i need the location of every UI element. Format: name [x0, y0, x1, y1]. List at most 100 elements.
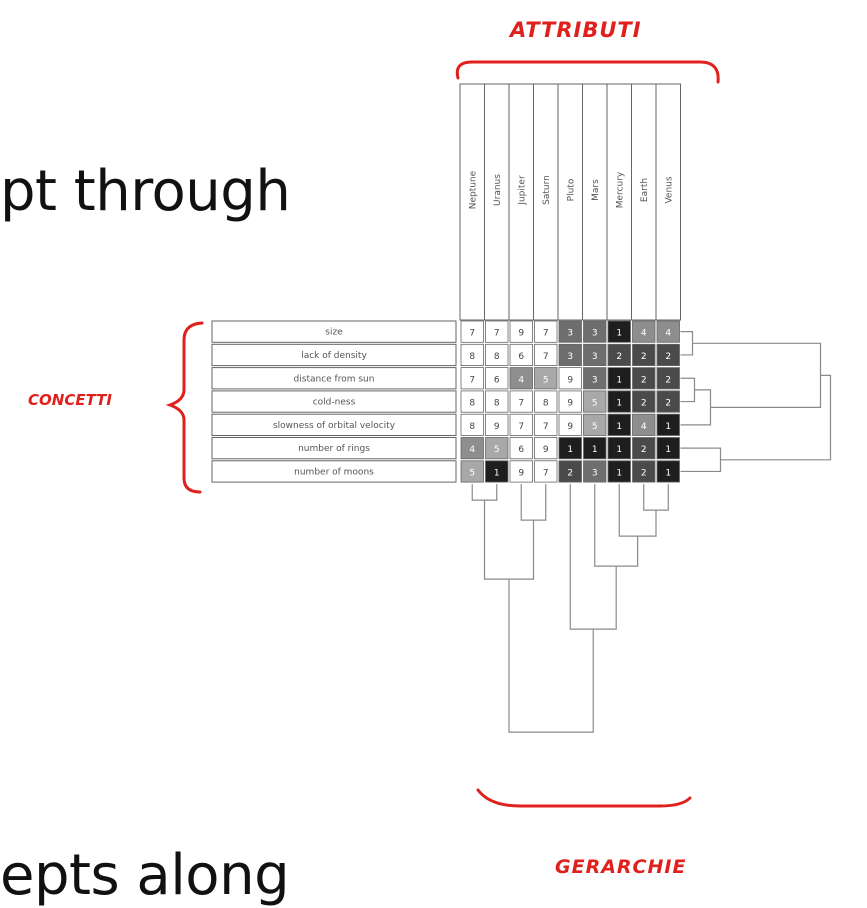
grid-cell-value: 9 [567, 399, 573, 409]
grid-cell [509, 460, 533, 483]
row-label: size [325, 328, 343, 338]
grid-cell-value: 4 [518, 375, 524, 385]
grid-cell [583, 460, 607, 483]
grid-cell-value: 9 [494, 422, 500, 432]
grid-cell [558, 320, 582, 343]
attributes-bracket [455, 60, 720, 84]
grid-cell [656, 343, 680, 366]
grid-cell-value: 3 [592, 352, 598, 362]
grid-cell-value: 2 [665, 375, 671, 385]
grid-cell-value: 2 [641, 375, 647, 385]
grid-cell [558, 460, 582, 483]
grid-cell [607, 343, 631, 366]
grid-cell [607, 437, 631, 460]
grid-cell [583, 390, 607, 413]
row-label-box [211, 460, 457, 483]
grid-cell [632, 437, 656, 460]
dendrogram-branch [508, 579, 594, 733]
grid-cell-value: 9 [543, 445, 549, 455]
grid-cell-value: 5 [592, 422, 598, 432]
grid-cell-value: 7 [518, 422, 524, 432]
dendrogram-branch [471, 484, 498, 501]
grid-cell-value: 1 [616, 329, 622, 339]
grid-cell [509, 390, 533, 413]
grid-cell-value: 7 [518, 399, 524, 409]
grid-cell [460, 343, 484, 366]
grid-cell [460, 460, 484, 483]
column-label: Mars [591, 179, 601, 201]
grid-cell-value: 7 [543, 422, 549, 432]
grid-cell [607, 413, 631, 436]
grid-cell [583, 343, 607, 366]
grid-cell [607, 390, 631, 413]
grid-cell [460, 413, 484, 436]
grid-cell-value: 1 [665, 445, 671, 455]
grid-cell [534, 390, 558, 413]
column-label: Neptune [468, 170, 478, 209]
grid-cell [632, 367, 656, 390]
grid-cell [485, 413, 509, 436]
grid-cell-value: 1 [494, 468, 500, 478]
grid-cell-value: 1 [567, 445, 573, 455]
grid-cell-value: 7 [469, 375, 475, 385]
grid-cell-value: 6 [518, 352, 524, 362]
grid-cell-value: 1 [665, 468, 671, 478]
grid-cell [509, 343, 533, 366]
grid-cell-value: 2 [641, 399, 647, 409]
grid-cell-value: 3 [567, 329, 573, 339]
grid-cell [460, 437, 484, 460]
grid-cell [558, 413, 582, 436]
grid-cell-value: 3 [592, 375, 598, 385]
grid-cell-value: 5 [543, 375, 549, 385]
grid-cell [632, 460, 656, 483]
grid-cell-value: 9 [567, 375, 573, 385]
column-label: Saturn [542, 175, 552, 205]
grid-cell-value: 2 [641, 445, 647, 455]
dendrogram-branch [720, 374, 832, 461]
grid-cell [632, 390, 656, 413]
grid-cell-value: 1 [665, 422, 671, 432]
grid-cell-value: 2 [616, 352, 622, 362]
grid-cell [656, 320, 680, 343]
grid-cell [583, 413, 607, 436]
grid-cell [534, 460, 558, 483]
row-label: number of rings [298, 444, 370, 454]
grid-cell [656, 460, 680, 483]
grid-cell-value: 3 [592, 468, 598, 478]
grid-cell-value: 2 [665, 399, 671, 409]
grid-cell [632, 320, 656, 343]
grid-cell [558, 390, 582, 413]
annotation-concepts: CONCETTI [28, 391, 112, 409]
grid-cell [485, 437, 509, 460]
grid-cell-value: 9 [518, 468, 524, 478]
dendrogram-branch [594, 484, 639, 567]
slide-text-line-1: pt through [0, 159, 291, 224]
grid-cell [509, 437, 533, 460]
grid-cell-value: 5 [469, 468, 475, 478]
dendrogram-branch [680, 447, 722, 473]
dendrogram-branch [643, 484, 669, 511]
grid-cell-value: 4 [469, 445, 475, 455]
grid-cell-value: 2 [641, 352, 647, 362]
grid-cell [632, 343, 656, 366]
cluster-dendrograms [471, 331, 832, 733]
row-label-box [211, 413, 457, 437]
grid-cell-value: 1 [616, 445, 622, 455]
grid-cell [656, 437, 680, 460]
grid-cell-value: 2 [567, 468, 573, 478]
grid-cell-value: 9 [567, 422, 573, 432]
grid-cell-value: 6 [518, 445, 524, 455]
grid-cell-value: 8 [469, 422, 475, 432]
row-label-box [211, 390, 457, 413]
grid-cell [656, 367, 680, 390]
grid-cell [509, 367, 533, 390]
grid-cell-value: 1 [616, 399, 622, 409]
grid-cell [485, 343, 509, 366]
grid-cell-value: 9 [518, 329, 524, 339]
row-label: cold-ness [313, 398, 356, 408]
grid-cell [534, 320, 558, 343]
column-label: Jupiter [517, 175, 527, 206]
